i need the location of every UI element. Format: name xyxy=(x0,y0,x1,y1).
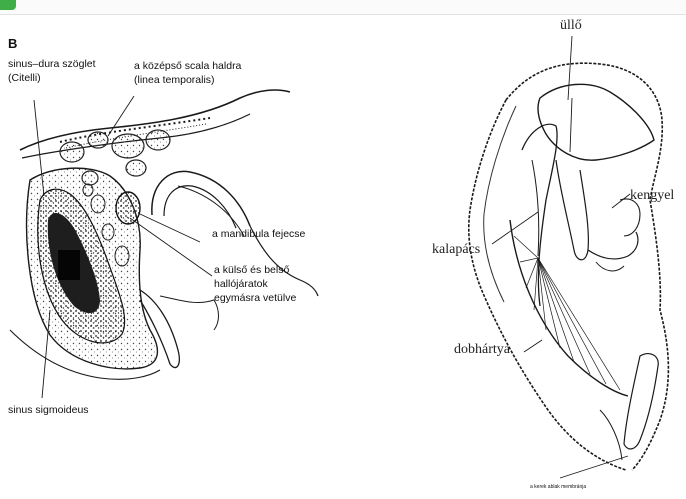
label-ear-canals-3: egymásra vetülve xyxy=(214,292,296,305)
label-incus: üllő xyxy=(560,18,582,34)
label-ear-canals-2: hallójáratok xyxy=(214,278,268,291)
label-sinus-sigmoideus: sinus sigmoideus xyxy=(8,404,89,417)
label-tympanic-membrane: dobhártya xyxy=(454,342,510,358)
label-malleus: kalapács xyxy=(432,242,480,258)
middle-ear-drawing xyxy=(469,36,669,478)
label-sinus-dura-angle: sinus–dura szöglet xyxy=(8,58,96,71)
label-linea-temporalis: (linea temporalis) xyxy=(134,74,215,87)
tab-indicator[interactable] xyxy=(0,0,16,10)
label-stapes: kengyel xyxy=(630,188,674,204)
label-citelli: (Citelli) xyxy=(8,72,41,85)
temporal-bone-drawing xyxy=(0,14,686,499)
top-bar xyxy=(0,0,686,15)
label-ear-canals-1: a külső és belső xyxy=(214,264,289,277)
label-round-window: a kerek ablak membránja xyxy=(530,484,586,490)
label-mandibular-head: a mandibula fejecse xyxy=(212,228,305,241)
panel-letter-b: B xyxy=(8,36,17,51)
label-middle-scala: a középső scala haldra xyxy=(134,60,241,73)
figure-canvas: B sinus–dura szöglet (Citelli) a középső… xyxy=(0,14,686,499)
